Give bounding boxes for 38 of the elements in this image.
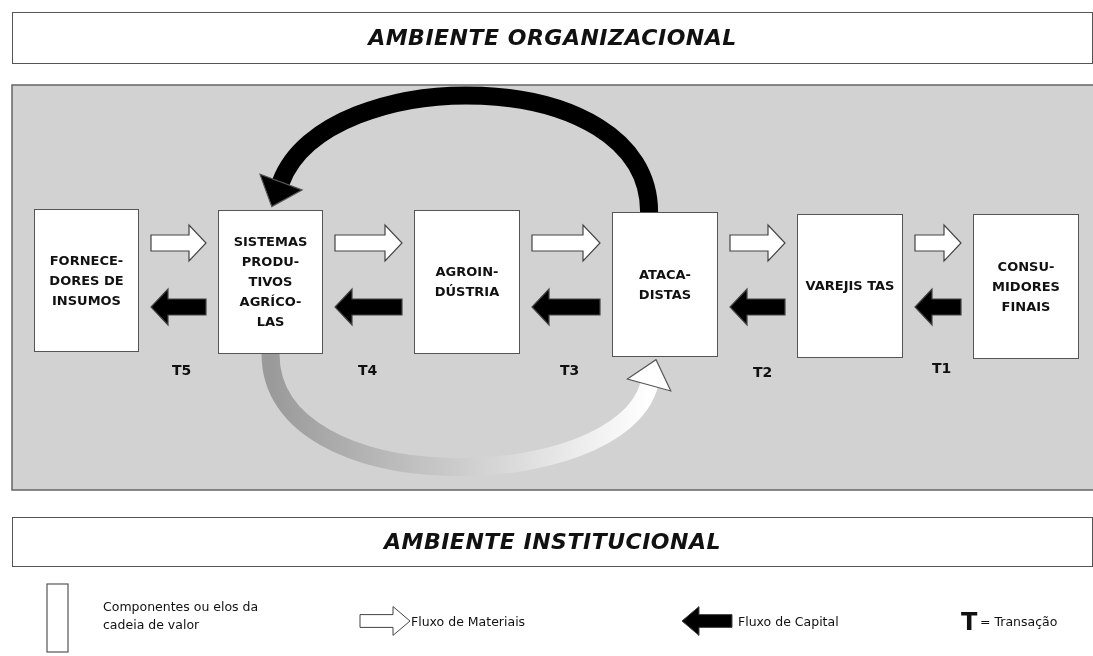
block-arrow <box>531 287 601 327</box>
transaction-label: T1 <box>932 360 952 376</box>
node-label: SISTEMAS PRODU- TIVOS AGRÍCO- LAS <box>232 233 309 331</box>
legend-text: Fluxo de Materiais <box>411 613 526 631</box>
transaction-label: T2 <box>753 364 773 380</box>
transaction-label: T4 <box>358 362 378 378</box>
band-title: AMBIENTE INSTITUCIONAL <box>384 532 721 552</box>
process-box <box>34 209 139 352</box>
node-label: ATACA- DISTAS <box>637 265 693 304</box>
process-box <box>797 214 903 358</box>
legend-text: Fluxo de Capital <box>738 613 839 631</box>
process-box <box>612 212 718 357</box>
transaction-label: T3 <box>560 362 580 378</box>
block-arrow <box>914 287 962 327</box>
block-arrow <box>150 223 207 263</box>
legend-text: = Transação <box>980 613 1058 631</box>
block-arrow <box>914 223 962 263</box>
node-label: AGROIN- DÚSTRIA <box>433 263 501 301</box>
block-arrow <box>334 223 403 263</box>
block-arrow <box>334 287 403 327</box>
heading-band <box>12 517 1093 567</box>
transaction-label: T5 <box>172 362 192 378</box>
process-box <box>973 214 1079 359</box>
block-arrow <box>729 223 786 263</box>
legend-symbol: T <box>961 610 978 634</box>
process-box <box>218 210 323 354</box>
node-label: VAREJIS TAS <box>805 277 895 295</box>
block-arrow <box>150 287 207 327</box>
process-box <box>414 210 520 354</box>
legend-text: Componentes ou elos da cadeia de valor <box>103 598 260 634</box>
block-arrow <box>729 287 786 327</box>
band-title: AMBIENTE ORGANIZACIONAL <box>368 28 737 48</box>
node-label: FORNECE- DORES DE INSUMOS <box>48 251 125 310</box>
heading-band <box>12 12 1093 64</box>
block-arrow <box>531 223 601 263</box>
curved-arrow <box>261 352 670 476</box>
curved-arrow <box>261 86 658 214</box>
node-label: CONSU- MIDORES FINAIS <box>991 257 1061 316</box>
